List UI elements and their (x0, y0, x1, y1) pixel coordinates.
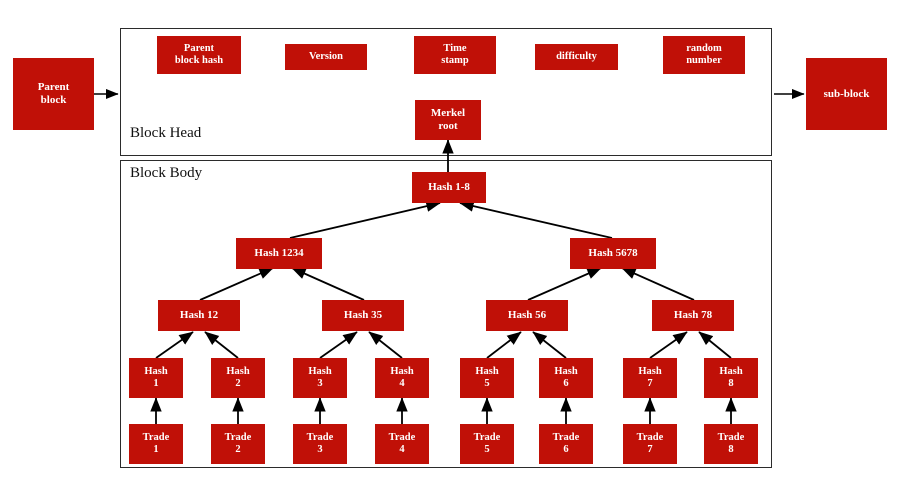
sub-block-node[interactable]: sub-block (806, 58, 887, 130)
trade-7-line2: 7 (647, 444, 653, 455)
leaf-hash-5[interactable]: Hash 5 (460, 358, 514, 398)
header-field-0-line2: block hash (174, 55, 224, 66)
leaf-hash-6-line1: Hash (554, 365, 578, 377)
sub-block-line1: sub-block (823, 87, 870, 100)
hash-node-5678[interactable]: Hash 5678 (570, 238, 656, 269)
trade-node-8[interactable]: Trade 8 (704, 424, 758, 464)
merkel-root-node[interactable]: Merkel root (415, 100, 481, 140)
header-field-2-line2: stamp (441, 55, 469, 66)
leaf-hash-5-line1: Hash (475, 365, 499, 377)
trade-node-6[interactable]: Trade 6 (539, 424, 593, 464)
hash-56-label: Hash 56 (507, 309, 547, 322)
trade-3-line2: 3 (317, 444, 323, 455)
trade-8-line1: Trade (717, 431, 745, 443)
trade-7-line1: Trade (636, 431, 664, 443)
parent-block-node[interactable]: Parent block (13, 58, 94, 130)
trade-2-line2: 2 (235, 444, 241, 455)
block-body-panel (120, 160, 772, 468)
trade-8-line2: 8 (728, 444, 734, 455)
trade-4-line2: 4 (399, 444, 405, 455)
leaf-hash-3-line2: 3 (317, 378, 323, 389)
trade-6-line1: Trade (552, 431, 580, 443)
merkel-root-line2: root (438, 120, 458, 132)
parent-block-line2: block (40, 94, 67, 106)
leaf-hash-7[interactable]: Hash 7 (623, 358, 677, 398)
hash-node-78[interactable]: Hash 78 (652, 300, 734, 331)
header-field-difficulty[interactable]: difficulty (535, 44, 618, 70)
hash-node-35[interactable]: Hash 35 (322, 300, 404, 331)
hash-1234-label: Hash 1234 (254, 247, 304, 260)
leaf-hash-6[interactable]: Hash 6 (539, 358, 593, 398)
leaf-hash-2[interactable]: Hash 2 (211, 358, 265, 398)
trade-node-5[interactable]: Trade 5 (460, 424, 514, 464)
leaf-hash-8[interactable]: Hash 8 (704, 358, 758, 398)
header-field-random-number[interactable]: random number (663, 36, 745, 74)
leaf-hash-7-line1: Hash (638, 365, 662, 377)
leaf-hash-6-line2: 6 (563, 378, 569, 389)
hash-node-56[interactable]: Hash 56 (486, 300, 568, 331)
hash-78-label: Hash 78 (673, 309, 713, 322)
leaf-hash-4[interactable]: Hash 4 (375, 358, 429, 398)
leaf-hash-5-line2: 5 (484, 378, 490, 389)
trade-3-line1: Trade (306, 431, 334, 443)
header-field-4-line2: number (686, 55, 722, 66)
header-field-0-line1: Parent (183, 42, 215, 54)
hash-node-1234[interactable]: Hash 1234 (236, 238, 322, 269)
leaf-hash-4-line2: 4 (399, 378, 405, 389)
trade-5-line2: 5 (484, 444, 490, 455)
header-field-time-stamp[interactable]: Time stamp (414, 36, 496, 74)
hash-5678-label: Hash 5678 (588, 247, 638, 260)
leaf-hash-2-line1: Hash (226, 365, 250, 377)
trade-1-line2: 1 (153, 444, 159, 455)
leaf-hash-3[interactable]: Hash 3 (293, 358, 347, 398)
hash-12-label: Hash 12 (179, 309, 219, 322)
trade-node-1[interactable]: Trade 1 (129, 424, 183, 464)
header-field-version[interactable]: Version (285, 44, 367, 70)
trade-node-3[interactable]: Trade 3 (293, 424, 347, 464)
leaf-hash-1-line2: 1 (153, 378, 159, 389)
trade-node-2[interactable]: Trade 2 (211, 424, 265, 464)
block-head-label: Block Head (130, 125, 202, 141)
block-body-label: Block Body (130, 165, 203, 181)
leaf-hash-4-line1: Hash (390, 365, 414, 377)
trade-node-4[interactable]: Trade 4 (375, 424, 429, 464)
leaf-hash-3-line1: Hash (308, 365, 332, 377)
header-field-parent-block-hash[interactable]: Parent block hash (157, 36, 241, 74)
header-field-2-line1: Time (443, 42, 467, 54)
trade-2-line1: Trade (224, 431, 252, 443)
trade-4-line1: Trade (388, 431, 416, 443)
leaf-hash-8-line1: Hash (719, 365, 743, 377)
trade-5-line1: Trade (473, 431, 501, 443)
hash-35-label: Hash 35 (343, 309, 383, 322)
block-head-panel (120, 28, 772, 156)
trade-1-line1: Trade (142, 431, 170, 443)
trade-6-line2: 6 (563, 444, 569, 455)
leaf-hash-7-line2: 7 (647, 378, 653, 389)
merkle-root-hash-1-8[interactable]: Hash 1-8 (412, 172, 486, 203)
hash-node-12[interactable]: Hash 12 (158, 300, 240, 331)
leaf-hash-8-line2: 8 (728, 378, 734, 389)
header-field-4-line1: random (686, 42, 722, 54)
merkel-root-line1: Merkel (430, 107, 466, 120)
hash-1-8-label: Hash 1-8 (428, 181, 470, 194)
parent-block-line1: Parent (37, 81, 70, 94)
header-field-3-line1: difficulty (556, 50, 597, 62)
header-field-1-line1: Version (308, 50, 344, 62)
leaf-hash-1[interactable]: Hash 1 (129, 358, 183, 398)
leaf-hash-1-line1: Hash (144, 365, 168, 377)
trade-node-7[interactable]: Trade 7 (623, 424, 677, 464)
leaf-hash-2-line2: 2 (235, 378, 241, 389)
